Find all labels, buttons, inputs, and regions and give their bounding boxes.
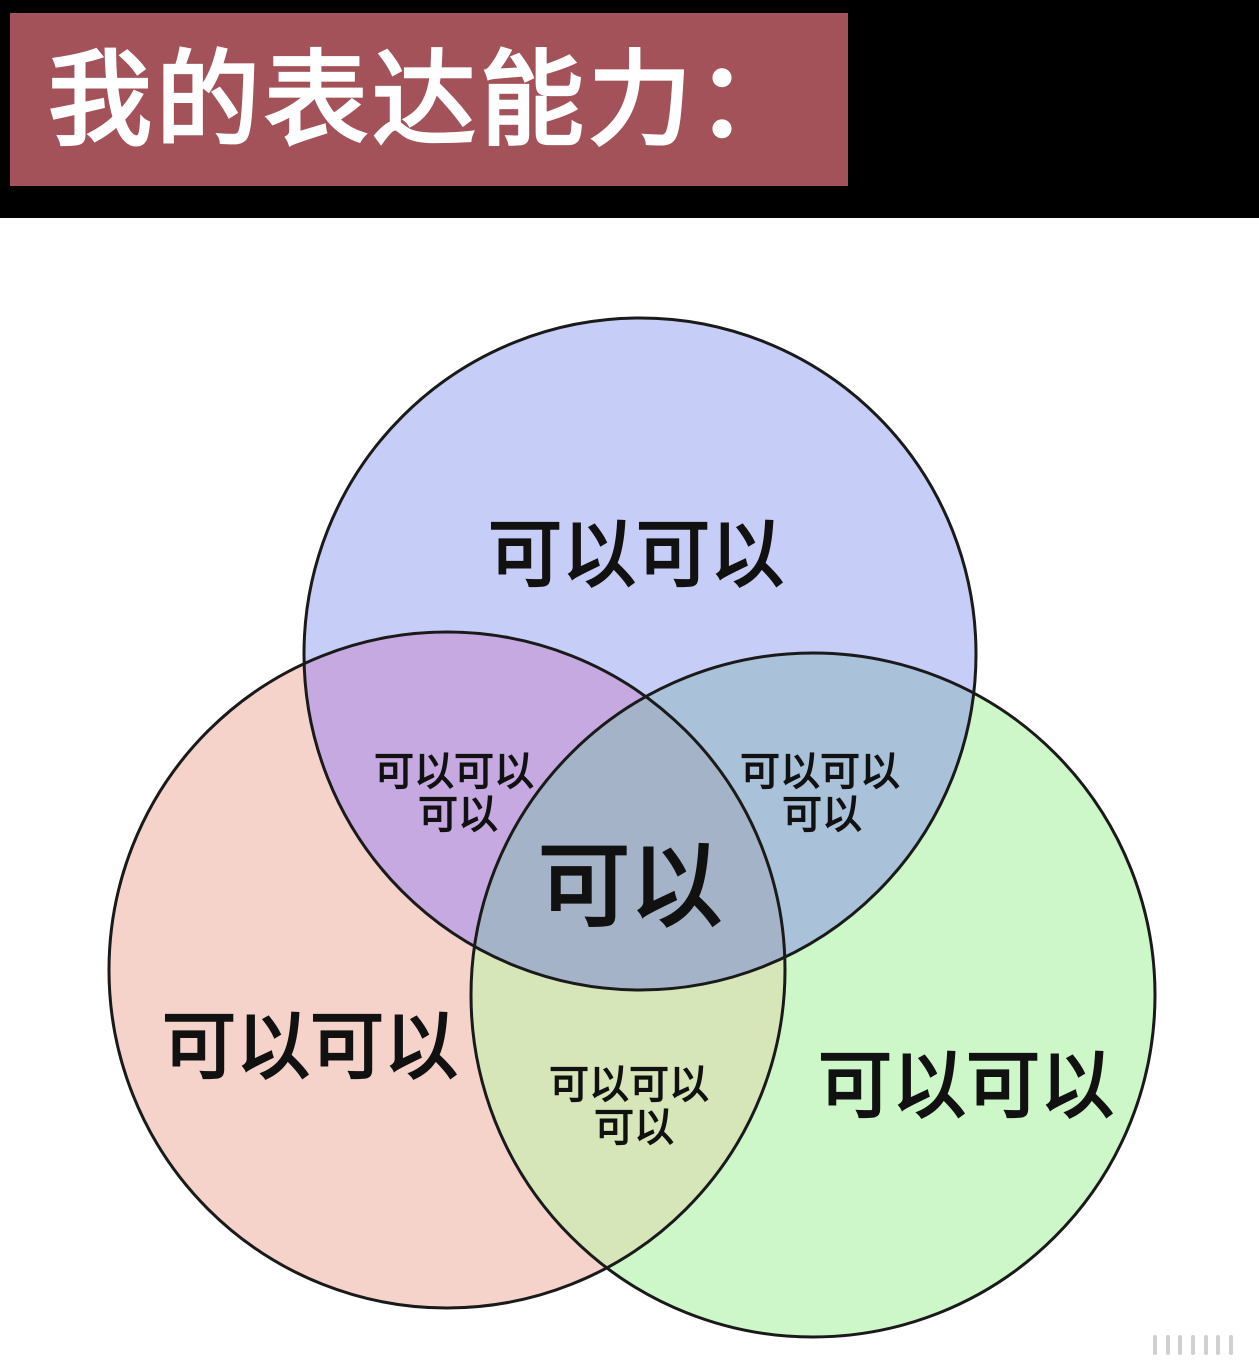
label-overlap-top-left-line1: 可以可以 bbox=[374, 749, 534, 795]
label-overlap-top-right-line1: 可以可以 bbox=[740, 749, 900, 795]
label-left: 可以可以 bbox=[162, 1004, 458, 1090]
label-top: 可以可以 bbox=[488, 512, 784, 598]
scroll-tick bbox=[1203, 1335, 1208, 1355]
page-title: 我的表达能力： bbox=[48, 38, 805, 161]
scroll-tick bbox=[1228, 1335, 1233, 1355]
label-right: 可以可以 bbox=[818, 1043, 1114, 1129]
header-bar: 我的表达能力： bbox=[0, 0, 1259, 218]
scroll-indicator bbox=[1153, 1333, 1233, 1355]
label-center: 可以 bbox=[538, 833, 722, 940]
scroll-tick bbox=[1165, 1335, 1170, 1355]
label-overlap-left-right-line1: 可以可以 bbox=[549, 1062, 709, 1108]
scroll-tick bbox=[1190, 1335, 1195, 1355]
overlap-center bbox=[471, 653, 785, 990]
scroll-tick bbox=[1216, 1335, 1221, 1355]
circle-top-outline bbox=[302, 316, 978, 992]
circle-right-outline bbox=[469, 651, 1157, 1339]
label-overlap-top-right-line2: 可以 bbox=[782, 792, 862, 838]
circle-left-outline bbox=[107, 630, 787, 1310]
scroll-tick bbox=[1178, 1335, 1183, 1355]
label-overlap-left-right-line2: 可以 bbox=[594, 1105, 674, 1151]
title-banner: 我的表达能力： bbox=[10, 13, 848, 186]
label-overlap-top-left-line2: 可以 bbox=[418, 792, 498, 838]
scroll-tick bbox=[1153, 1335, 1157, 1355]
venn-diagram: 可以可以 可以可以 可以可以 可以可以 可以 可以可以 可以 可以可以 可以 可… bbox=[0, 218, 1259, 1369]
